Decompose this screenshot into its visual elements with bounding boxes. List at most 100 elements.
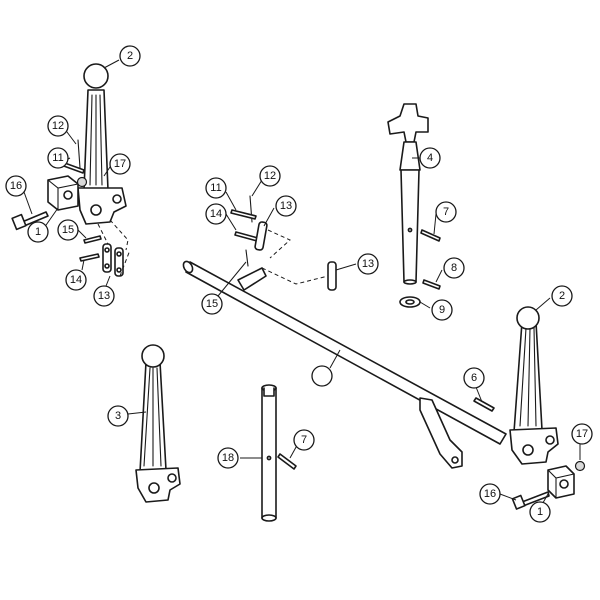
lever-assembly-right xyxy=(509,306,586,510)
roll-pin-7 xyxy=(420,229,441,242)
handle-grip xyxy=(387,103,429,143)
link-hole xyxy=(116,251,122,257)
cotter-pin-12 xyxy=(77,139,81,169)
bolt-head xyxy=(11,213,27,231)
hub-hole xyxy=(90,204,102,216)
svg-text:17: 17 xyxy=(114,158,126,170)
shaft-bracket xyxy=(237,267,267,291)
pin-14 xyxy=(79,253,100,262)
callout-17-right: 17 xyxy=(571,423,593,445)
block-hole xyxy=(63,190,73,200)
rod-collar xyxy=(263,387,275,397)
callout-1-right: 1 xyxy=(529,501,551,523)
callout-6: 6 xyxy=(463,367,485,389)
svg-text:15: 15 xyxy=(62,224,74,236)
link-hole xyxy=(116,267,122,273)
block-edges xyxy=(47,179,79,211)
svg-text:18: 18 xyxy=(222,452,234,464)
callout-11-mid: 11 xyxy=(205,177,227,199)
callout-15-left: 15 xyxy=(57,219,79,241)
rod-hole xyxy=(407,227,413,233)
rod-hole xyxy=(266,455,272,461)
lever-hub xyxy=(77,187,127,225)
svg-text:13: 13 xyxy=(98,290,110,302)
hub-hole xyxy=(148,482,160,494)
rod-end xyxy=(403,279,417,285)
svg-text:3: 3 xyxy=(115,410,121,422)
callout-2-top-left: 2 xyxy=(119,45,141,67)
callout-13-mid: 13 xyxy=(275,195,297,217)
arm-hole xyxy=(451,456,459,464)
callout-8: 8 xyxy=(443,257,465,279)
callout-2-right: 2 xyxy=(551,285,573,307)
lever-ribs xyxy=(89,94,103,186)
shaft-end xyxy=(182,260,194,274)
callout-11-left: 11 xyxy=(47,147,69,169)
callout-13-left: 13 xyxy=(93,285,115,307)
cross-shaft xyxy=(182,260,507,469)
callout-17-left: 17 xyxy=(109,153,131,175)
svg-text:1: 1 xyxy=(537,506,543,518)
svg-text:13: 13 xyxy=(362,258,374,270)
link-13-dashed xyxy=(327,261,337,291)
assembly-line xyxy=(97,219,131,277)
lever-3 xyxy=(135,344,181,503)
callout-4: 4 xyxy=(419,147,441,169)
lever-knob xyxy=(516,306,540,330)
callout-13-dash: 13 xyxy=(357,253,379,275)
nut xyxy=(574,460,586,472)
assembly-line xyxy=(261,229,329,285)
lever-knob xyxy=(83,63,109,89)
handle-assembly xyxy=(387,103,441,308)
callout-16-right: 16 xyxy=(479,483,501,505)
block-hole xyxy=(559,479,569,489)
rod-bottom xyxy=(261,514,277,522)
pin-15 xyxy=(83,235,102,244)
svg-text:9: 9 xyxy=(439,304,445,316)
main-shaft xyxy=(185,261,507,445)
svg-text:13: 13 xyxy=(280,200,292,212)
callout-14-left: 14 xyxy=(65,269,87,291)
svg-text:2: 2 xyxy=(559,290,565,302)
hub-hole xyxy=(522,444,534,456)
svg-text:1: 1 xyxy=(35,226,41,238)
hub-hole xyxy=(112,194,122,204)
lever-hub xyxy=(509,427,559,465)
svg-text:8: 8 xyxy=(451,262,457,274)
lever-ribs xyxy=(143,367,162,467)
pin-15 xyxy=(245,249,249,267)
callout-16-left: 16 xyxy=(5,175,27,197)
svg-text:7: 7 xyxy=(301,434,307,446)
svg-text:14: 14 xyxy=(70,274,82,286)
callout-1-left: 1 xyxy=(27,221,49,243)
svg-text:11: 11 xyxy=(210,182,221,194)
hub-hole xyxy=(545,435,555,445)
svg-text:2: 2 xyxy=(127,50,133,62)
pin-8 xyxy=(422,279,441,290)
svg-text:12: 12 xyxy=(52,120,64,132)
block-edges xyxy=(547,469,575,499)
svg-text:15: 15 xyxy=(206,298,218,310)
callout-14-mid: 14 xyxy=(205,203,227,225)
handle-taper xyxy=(399,141,421,171)
lever-ribs xyxy=(519,327,537,427)
callout-blank xyxy=(311,365,333,387)
callouts: 2 12 11 17 16 1 15 14 13 11 12 14 13 13 … xyxy=(5,45,593,523)
roll-pin-7 xyxy=(277,453,297,470)
bolt-head xyxy=(511,494,526,510)
callout-9: 9 xyxy=(431,299,453,321)
handle-rod xyxy=(400,169,420,283)
callout-7-bottom: 7 xyxy=(293,429,315,451)
hub-hole xyxy=(167,473,177,483)
svg-text:12: 12 xyxy=(264,170,276,182)
nut xyxy=(76,176,88,188)
svg-text:6: 6 xyxy=(471,372,477,384)
link-13 xyxy=(254,221,268,251)
svg-text:14: 14 xyxy=(210,208,222,220)
svg-text:4: 4 xyxy=(427,152,433,164)
link-hole xyxy=(104,263,110,269)
washer-hole xyxy=(405,299,415,305)
callout-7-top: 7 xyxy=(435,201,457,223)
